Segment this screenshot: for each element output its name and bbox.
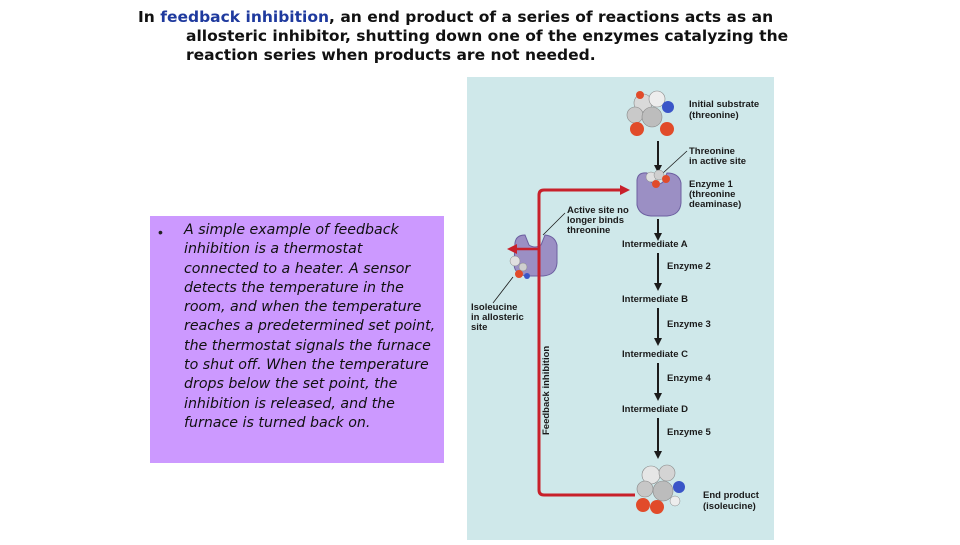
bullet-marker: • <box>158 224 163 240</box>
threonine-molecule-icon <box>626 90 674 136</box>
active-site-label-3: threonine <box>567 225 610 236</box>
thermostat-example-text: A simple example of feedback inhibition … <box>184 222 436 431</box>
isoleucine-molecule-icon <box>636 464 685 514</box>
enzyme1-shape <box>636 172 682 217</box>
active-site-leader-line <box>542 212 566 236</box>
thermostat-example-box: • A simple example of feedback inhibitio… <box>150 216 444 463</box>
intermediate-c-label: Intermediate C <box>622 349 688 360</box>
enzyme1-sublabel-2: deaminase) <box>689 199 741 210</box>
isoleucine-label-3: site <box>471 322 487 333</box>
title-keyword: feedback inhibition <box>160 8 330 26</box>
enzyme1-sublabel-1: (threonine <box>689 189 735 200</box>
enzyme3-label: Enzyme 3 <box>667 319 711 330</box>
title-line-1: In feedback inhibition, an end product o… <box>138 8 838 27</box>
title-line-2: allosteric inhibitor, shutting down one … <box>186 27 789 45</box>
title-line1-rest: , an end product of a series of reaction… <box>329 8 774 26</box>
slide-title: In feedback inhibition, an end product o… <box>138 8 838 65</box>
active-site-label-1: Active site no <box>567 205 629 216</box>
initial-substrate-label: Initial substrate <box>689 99 759 110</box>
end-product-label: End product <box>703 490 760 501</box>
isoleucine-label-2: in allosteric <box>471 312 524 323</box>
initial-substrate-sublabel: (threonine) <box>689 110 739 121</box>
end-product-sublabel: (isoleucine) <box>703 501 756 512</box>
feedback-inhibition-arrow <box>537 185 635 497</box>
feedback-inhibition-label: Feedback inhibition <box>541 346 552 435</box>
isoleucine-in-allosteric-site-icon <box>509 255 530 279</box>
intermediate-b-label: Intermediate B <box>622 294 688 305</box>
threonine-leader-line <box>662 150 688 174</box>
isoleucine-leader-line <box>492 276 514 304</box>
title-line-3: reaction series when products are not ne… <box>186 46 596 64</box>
title-prefix: In <box>138 8 161 26</box>
threonine-site-label: Threonine <box>689 146 735 157</box>
enzyme4-label: Enzyme 4 <box>667 373 712 384</box>
feedback-inhibition-figure: Initial substrate (threonine) Threonine … <box>467 77 774 540</box>
enzyme2-label: Enzyme 2 <box>667 261 711 272</box>
active-site-label-2: longer binds <box>567 215 624 226</box>
intermediate-a-label: Intermediate A <box>622 239 688 250</box>
isoleucine-label-1: Isoleucine <box>471 302 517 313</box>
intermediate-d-label: Intermediate D <box>622 404 688 415</box>
enzyme1-label: Enzyme 1 <box>689 179 734 190</box>
enzyme5-label: Enzyme 5 <box>667 427 712 438</box>
bound-threonine-icon <box>645 169 670 188</box>
pathway-diagram: Initial substrate (threonine) Threonine … <box>471 90 760 514</box>
threonine-site-sublabel: in active site <box>689 156 746 167</box>
